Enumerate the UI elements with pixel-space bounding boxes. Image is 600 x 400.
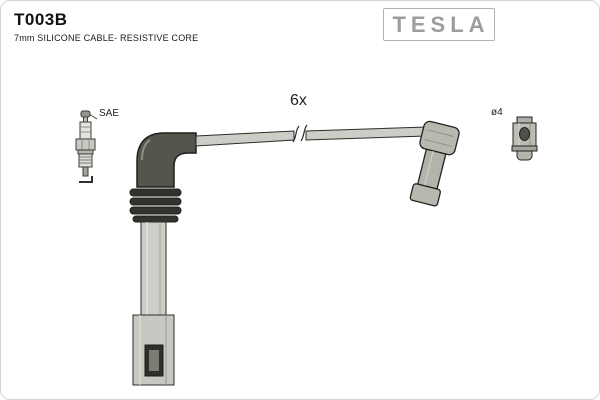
brand-logo-text: TESLA	[392, 11, 490, 37]
cable-break-icon	[292, 124, 308, 143]
quantity-label: 6x	[290, 92, 307, 109]
cable-spec: 7mm SILICONE CABLE- RESISTIVE CORE	[14, 33, 199, 43]
diameter-label: ø4	[491, 107, 503, 118]
part-number: T003B	[14, 10, 68, 29]
boot-ribs	[129, 188, 182, 223]
terminal-icon	[511, 116, 538, 161]
spark-plug-icon	[75, 110, 96, 183]
ignition-cable-icon	[129, 124, 427, 386]
sae-label: SAE	[99, 108, 120, 119]
coil-boot-icon	[409, 120, 460, 207]
brand-logo: TESLA	[383, 8, 495, 41]
